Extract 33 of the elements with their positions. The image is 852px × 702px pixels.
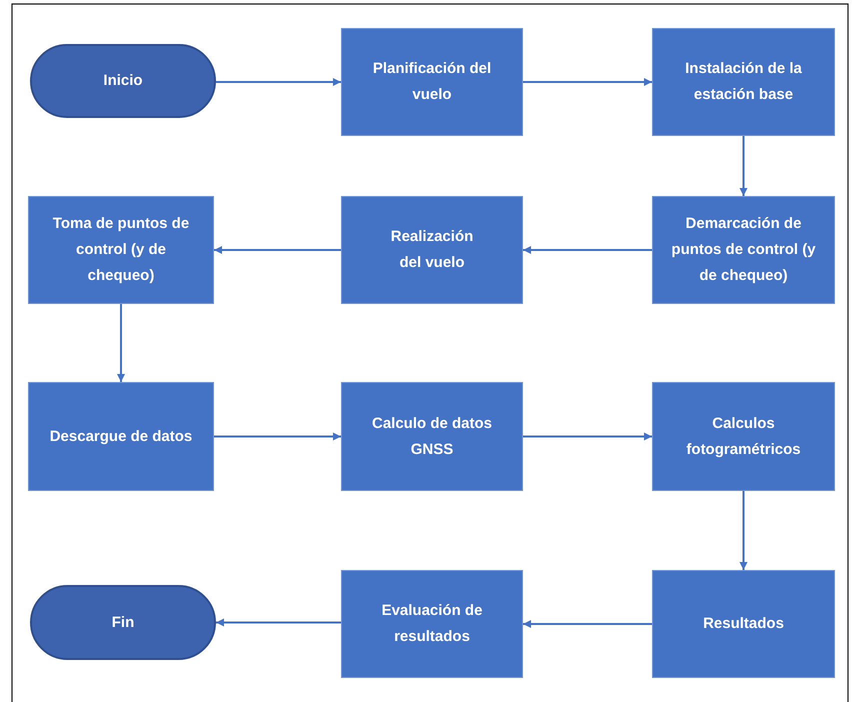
node-label: Toma de puntos de control (y de chequeo) [52, 214, 190, 286]
node-label: Inicio [103, 71, 143, 91]
node-label: Planificación del vuelo [372, 59, 492, 105]
arrow [216, 78, 341, 86]
arrow [523, 620, 652, 628]
node-label: Calculo de datos GNSS [370, 414, 494, 460]
node-label: Instalación de la estación base [684, 59, 803, 105]
process-box [341, 570, 523, 678]
process-box [28, 196, 214, 304]
arrow [117, 304, 125, 382]
node-label: Realización del vuelo [390, 227, 474, 273]
node-label: Fin [112, 612, 134, 632]
arrow [523, 78, 652, 86]
node-label: Evaluación de resultados [380, 601, 484, 647]
process-box [652, 570, 835, 678]
node-label: Descargue de datos [50, 426, 192, 446]
node-label: Calculos fotogramétricos [685, 414, 802, 460]
process-box [652, 28, 835, 136]
process-box [652, 196, 835, 304]
node-label: Resultados [703, 614, 784, 634]
process-box [28, 382, 214, 491]
process-box [341, 196, 523, 304]
arrow [214, 246, 341, 254]
arrow [740, 491, 748, 570]
arrow [740, 136, 748, 196]
process-box [341, 28, 523, 136]
arrow [523, 432, 652, 440]
arrow [214, 432, 341, 440]
process-box [341, 382, 523, 491]
arrow [216, 618, 341, 626]
process-box [652, 382, 835, 491]
arrow [523, 246, 652, 254]
node-label: Demarcación de puntos de control (y de chequeo) [670, 214, 817, 286]
